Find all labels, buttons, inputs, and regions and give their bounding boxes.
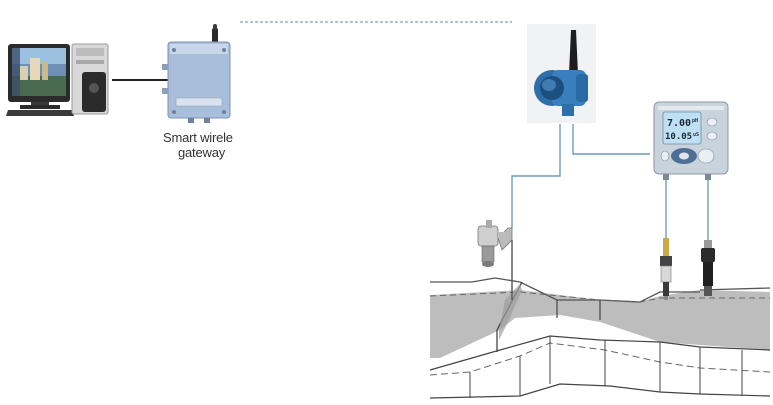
wireless-gateway-icon bbox=[162, 24, 231, 123]
analyzer-primary-unit: pH bbox=[692, 118, 698, 124]
water-channel bbox=[429, 277, 771, 399]
transmitter-sensor-link bbox=[511, 124, 561, 228]
desktop-computer-icon bbox=[6, 43, 109, 116]
transmitter-analyzer-link bbox=[572, 124, 650, 155]
analyzer-display-icon: 7.00 pH 10.05 uS bbox=[653, 101, 729, 180]
analyzer-secondary-reading: 10.05 bbox=[665, 132, 692, 142]
gateway-label-line2: gateway bbox=[178, 145, 226, 160]
analyzer-secondary-unit: uS bbox=[693, 132, 699, 138]
level-sensor-icon bbox=[477, 220, 513, 300]
ph-probe-icon bbox=[660, 238, 672, 300]
wireless-transmitter-icon bbox=[527, 24, 596, 123]
analyzer-primary-reading: 7.00 bbox=[667, 118, 691, 129]
gateway-label-line1: Smart wirele bbox=[163, 130, 233, 145]
conductivity-probe-icon bbox=[701, 240, 715, 296]
